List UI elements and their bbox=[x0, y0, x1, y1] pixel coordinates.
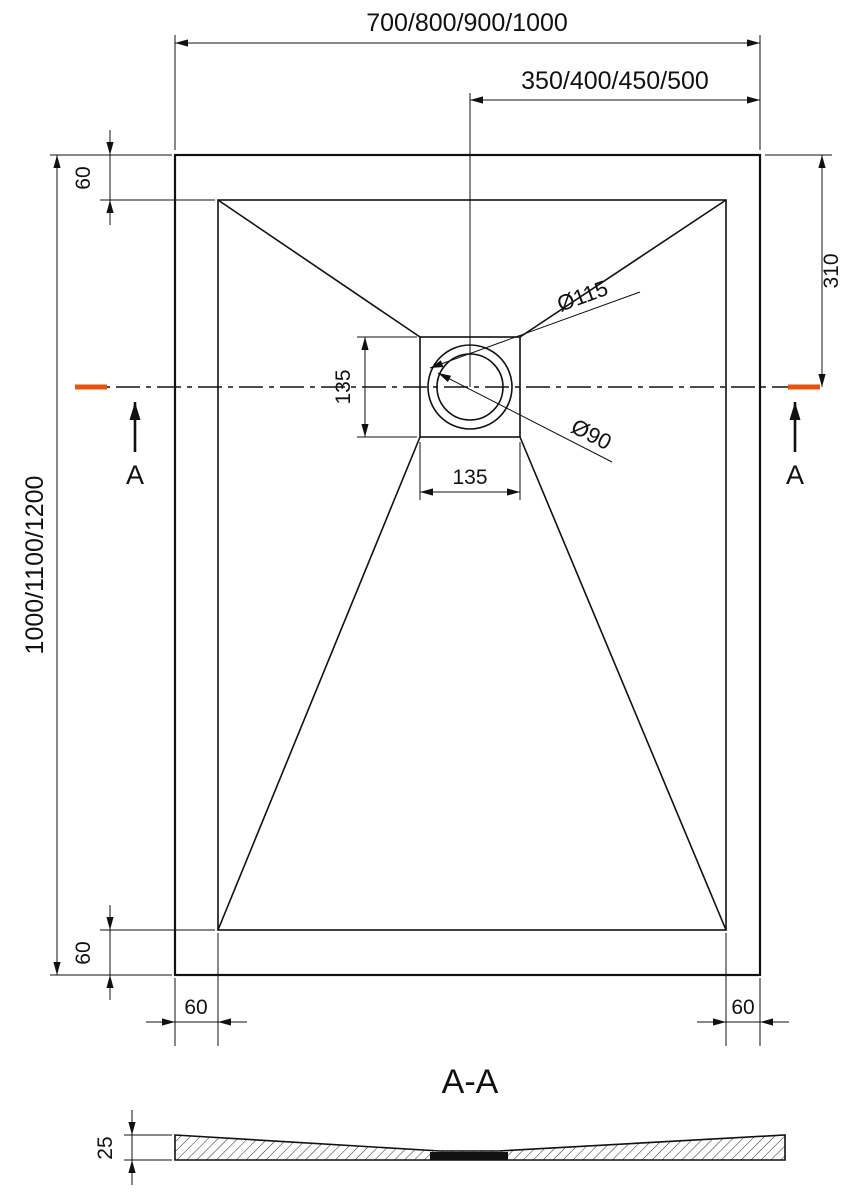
dim-top-inset-label: 60 bbox=[72, 166, 95, 189]
tray-outer-edge bbox=[173, 153, 762, 977]
section-drain-outlet bbox=[430, 1152, 508, 1160]
dim-section-thickness: 25 bbox=[94, 1110, 172, 1185]
section-title: A-A bbox=[442, 1063, 499, 1101]
dim-overall-height: 1000/1100/1200 bbox=[21, 154, 172, 976]
section-marker-left-label: A bbox=[126, 460, 144, 490]
dim-overall-width: 700/800/900/1000 bbox=[174, 9, 761, 150]
dim-drain-center-from-top: 310 bbox=[765, 154, 843, 387]
dim-thickness-label: 25 bbox=[94, 1136, 117, 1159]
tray-inner-edge bbox=[217, 199, 727, 931]
dim-half-width-label: 350/400/450/500 bbox=[521, 67, 709, 95]
drain-outer-diameter-label: Ø115 bbox=[554, 275, 612, 316]
slope-edge-bottom-left bbox=[217, 436, 421, 931]
tray-plan-view bbox=[173, 153, 762, 977]
leader-line-inner-diameter bbox=[437, 372, 613, 463]
leader-line-outer-diameter bbox=[429, 291, 641, 369]
dim-bottom-inset: 60 bbox=[72, 905, 215, 1000]
dim-drain-center-width: 350/400/450/500 bbox=[469, 67, 760, 387]
dim-drain-box-height: 135 bbox=[332, 336, 417, 438]
dim-bottom-left-border-label: 60 bbox=[184, 996, 207, 1019]
slope-edge-top-left bbox=[217, 199, 421, 338]
section-cut-line: A A bbox=[75, 384, 820, 490]
dim-drain-height-label: 135 bbox=[332, 369, 355, 404]
dim-bottom-right-border-label: 60 bbox=[731, 996, 754, 1019]
dim-bottom-left-border: 60 bbox=[146, 933, 247, 1046]
section-view: A-A 25 bbox=[94, 1063, 786, 1185]
drain-diameter-labels: Ø115 Ø90 bbox=[429, 275, 641, 463]
tray-section-profile bbox=[174, 1134, 786, 1161]
dim-bottom-inset-label: 60 bbox=[72, 941, 95, 964]
dim-top-inset: 60 bbox=[72, 130, 215, 225]
dim-overall-height-label: 1000/1100/1200 bbox=[21, 476, 49, 655]
dim-drain-offset-label: 310 bbox=[820, 253, 843, 288]
dim-bottom-right-border: 60 bbox=[697, 933, 789, 1046]
section-marker-right-label: A bbox=[786, 460, 804, 490]
drain-inner-diameter-label: Ø90 bbox=[567, 414, 615, 455]
dim-drain-width-label: 135 bbox=[452, 466, 487, 489]
slope-edge-bottom-right bbox=[519, 436, 727, 931]
dim-drain-box-width: 135 bbox=[419, 442, 521, 500]
slope-edge-top-right bbox=[519, 199, 727, 338]
dim-overall-width-label: 700/800/900/1000 bbox=[366, 9, 568, 37]
